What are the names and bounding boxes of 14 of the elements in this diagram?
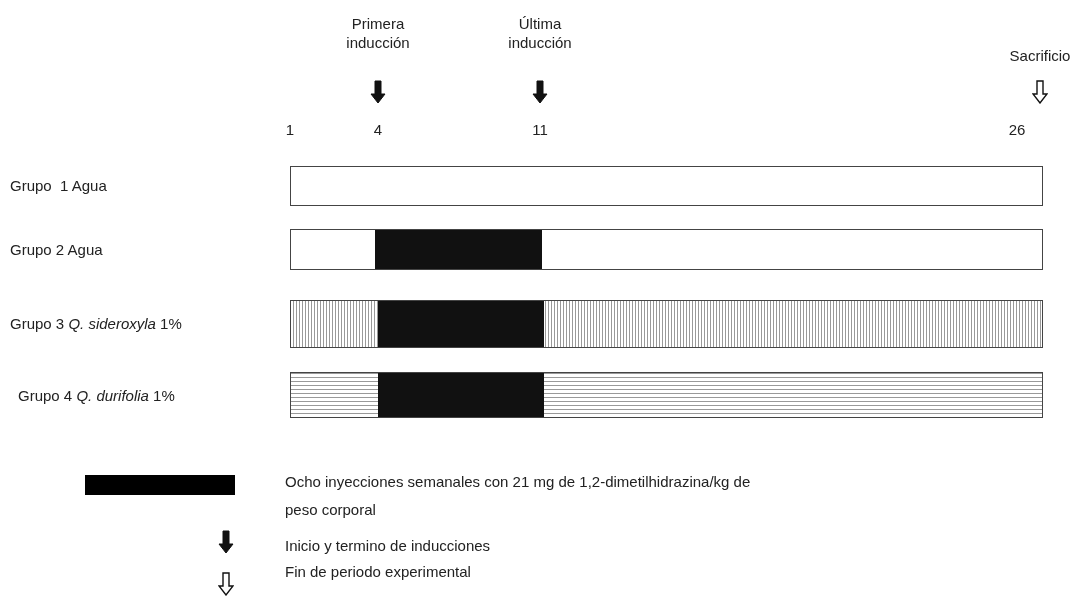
event-label: Primera inducción [345,14,411,52]
legend-text: Inicio y termino de inducciones [285,536,492,556]
group-label: Grupo 3 Q. sideroxyla 1% [10,314,182,333]
event-label: Sacrificio [1008,46,1072,65]
week-number: 11 [531,120,549,139]
legend-text: Fin de periodo experimental [285,562,472,582]
week-number: 1 [284,120,296,139]
event-label: Última inducción [507,14,573,52]
legend-text: Ocho inyecciones semanales con 21 mg de 1,2-dimetilhidrazina/kg de peso corporal [285,472,752,520]
week-number: 26 [1007,120,1027,139]
week-number: 4 [372,120,384,139]
group-label: Grupo 1 Agua [10,176,107,195]
group-label: Grupo 4 Q. durifolia 1% [18,386,175,405]
group-label: Grupo 2 Agua [10,240,103,259]
